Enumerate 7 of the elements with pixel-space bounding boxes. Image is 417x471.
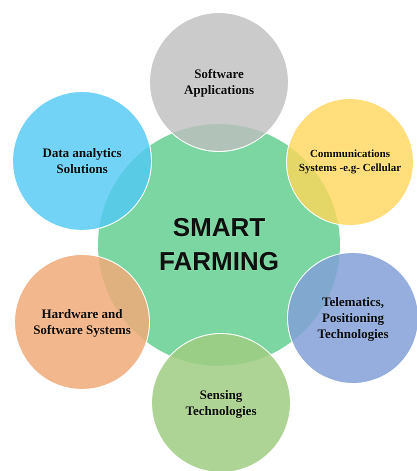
- circle-label: Telematics, Positioning Technologies: [316, 294, 390, 342]
- circle-label: Data analytics Solutions: [41, 144, 123, 178]
- circle-label: Sensing Technologies: [184, 386, 258, 420]
- center-label: SMART FARMING: [158, 211, 280, 278]
- circle-label: Hardware and Software Systems: [32, 306, 132, 338]
- circle-label: Software Applications: [182, 66, 256, 98]
- circle-label: Communications Systems -e.g- Cellular: [298, 148, 402, 176]
